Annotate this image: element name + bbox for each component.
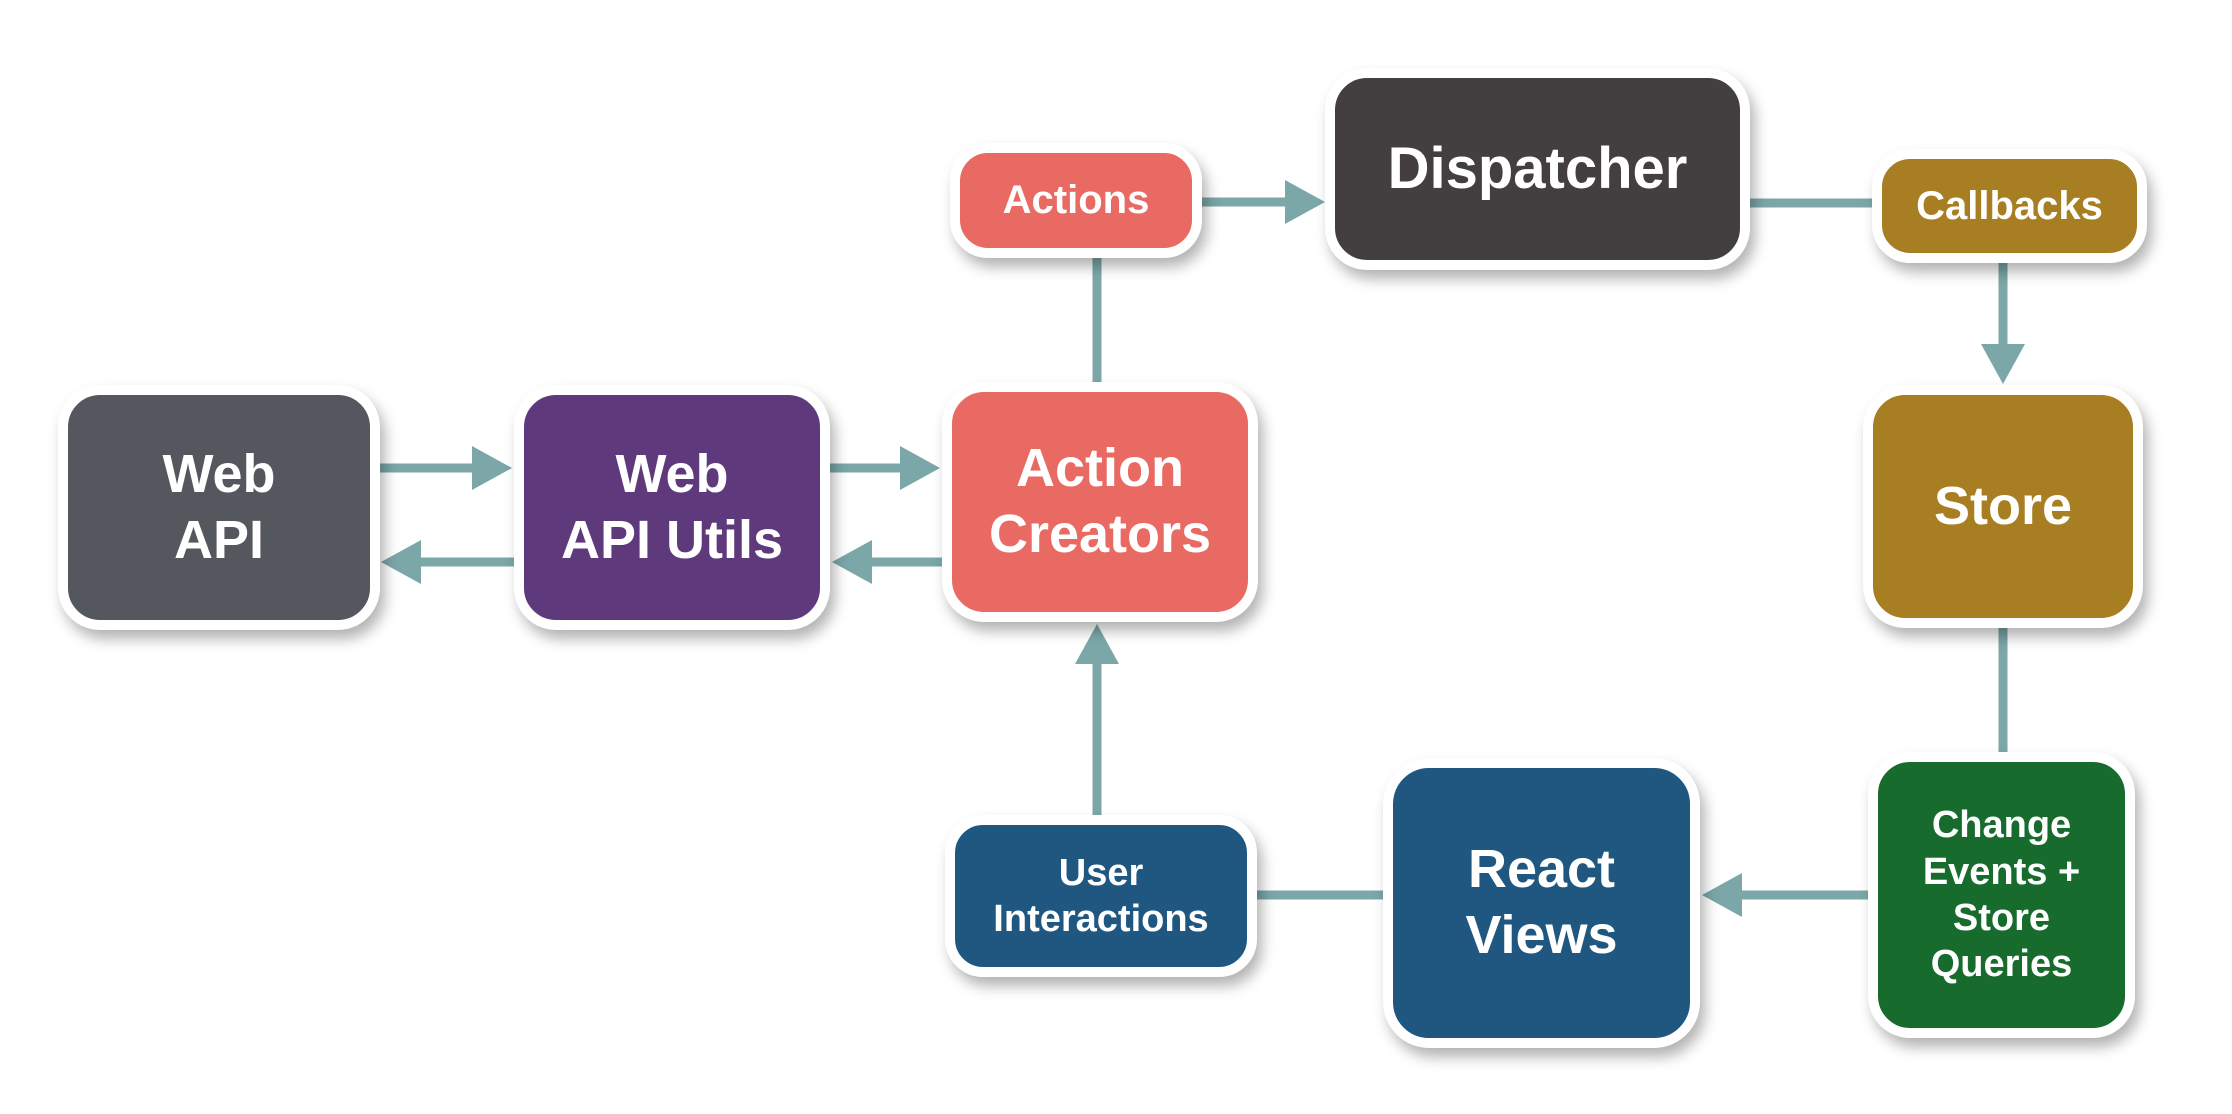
arrowhead-web-api-to-web-api-utils — [472, 446, 512, 490]
store-node: Store — [1863, 385, 2143, 628]
arrowhead-web-api-utils-to-action-creators — [900, 446, 940, 490]
dispatcher-label-line: Dispatcher — [1387, 135, 1688, 201]
react-views-label-line: Views — [1465, 905, 1618, 965]
web-api-utils-label-line: API Utils — [560, 509, 784, 570]
arrowhead-user-interactions-to-action-creators — [1075, 624, 1119, 664]
actions-node: Actions — [950, 143, 1202, 258]
arrowhead-callbacks-to-store — [1981, 344, 2025, 384]
web-api-utils-label-line: Web — [615, 443, 729, 504]
arrowhead-actions-to-dispatcher — [1285, 180, 1325, 224]
callbacks-label-line: Callbacks — [1916, 183, 2103, 228]
user-interactions-label-line: Interactions — [993, 898, 1209, 940]
action-creators-label-line: Action — [1016, 438, 1184, 499]
react-views-label-line: React — [1467, 839, 1616, 900]
store-label-line: Store — [1933, 475, 2073, 536]
change-events-label-line: Store — [1952, 897, 2051, 939]
action-creators-label-line: Creators — [988, 504, 1212, 564]
actions-label-line: Actions — [1002, 178, 1150, 223]
arrowhead-change-events-to-react-views — [1702, 873, 1742, 917]
web-api-label-line: API — [173, 509, 265, 570]
change-events-label-line: Events + — [1922, 850, 2081, 893]
dispatcher-node: Dispatcher — [1325, 68, 1750, 270]
web-api-label-line: Web — [162, 443, 276, 504]
change-events-label-line: Change — [1931, 804, 2072, 847]
user-interactions-label-line: User — [1058, 851, 1144, 894]
change-events-label-line: Queries — [1930, 943, 2073, 986]
arrowhead-action-creators-to-web-api-utils — [832, 540, 872, 584]
arrowhead-web-api-utils-to-web-api — [381, 540, 421, 584]
callbacks-node: Callbacks — [1872, 149, 2147, 263]
